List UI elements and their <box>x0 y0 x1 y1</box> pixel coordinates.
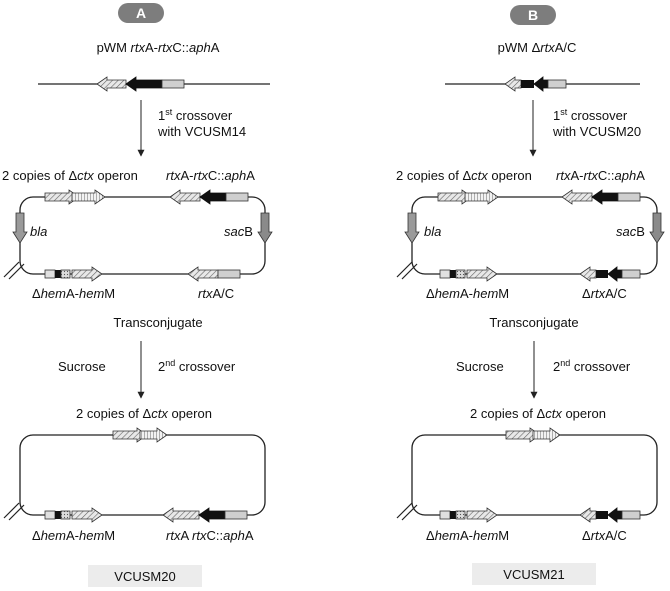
plasmid-map-a <box>38 76 270 92</box>
ctx-gene-arrow <box>464 189 499 205</box>
panel-a-badge: A <box>118 3 164 23</box>
ctx-label-b: 2 copies of Δctx operon <box>396 168 532 183</box>
aph-gene-arrow <box>607 507 623 523</box>
sacb-gene-arrow <box>649 212 665 244</box>
rtxc-gene-box <box>617 192 641 202</box>
rtxa-gene-arrow <box>187 266 219 282</box>
hema-deletion-mark <box>450 511 456 519</box>
bla-gene-arrow <box>404 212 420 244</box>
rtx-aph-label-b: rtxA-rtxC::aphA <box>556 168 645 183</box>
crossover1-partner-b: with VCUSM20 <box>552 124 641 139</box>
bla-gene-arrow <box>12 212 28 244</box>
hema-left-box <box>439 269 451 279</box>
plasmid-label-b: pWM ΔrtxA/C <box>498 40 577 55</box>
rtxa-gene-arrow <box>162 507 200 523</box>
hema-left-box <box>44 510 56 520</box>
aph-gene-arrow <box>199 189 227 205</box>
rtxc-gene-box <box>621 269 641 279</box>
crossover1-partner-a: with VCUSM14 <box>157 124 246 139</box>
strain-label-a: VCUSM20 <box>114 569 175 584</box>
crossover2-label-b: 2nd crossover <box>553 358 631 374</box>
rtxa-gene-arrow <box>504 76 522 92</box>
ctx-label-a: 2 copies of Δctx operon <box>2 168 138 183</box>
ctx-gene-arrow <box>139 427 168 443</box>
hemm-gene-arrow <box>466 266 498 282</box>
rtxa-gene-arrow <box>169 189 201 205</box>
aph-gene-box <box>596 270 608 278</box>
aph-gene-arrow <box>591 189 619 205</box>
hem-label2-b: ΔhemA-hemM <box>426 528 509 543</box>
crossover2-label-a: 2nd crossover <box>158 358 236 374</box>
plasmid-map-b <box>445 76 640 92</box>
hema-right-box <box>455 510 466 520</box>
hemm-gene-arrow <box>71 507 103 523</box>
sucrose-label-a: Sucrose <box>58 359 106 374</box>
transconjugate-map-a <box>3 189 273 282</box>
aph-gene-arrow <box>198 507 226 523</box>
strain-box-b: VCUSM21 <box>472 563 596 585</box>
ctx-label2-b: 2 copies of Δctx operon <box>470 406 606 421</box>
rtx-aph-label-a: rtxA-rtxC::aphA <box>166 168 255 183</box>
rtxa-gene-arrow <box>96 76 127 92</box>
sacb-gene-arrow <box>257 212 273 244</box>
rtxc-gene-box <box>224 510 248 520</box>
sacb-label-a: sacB <box>224 224 253 239</box>
rtxc-gene-box <box>225 192 249 202</box>
hem-label-b: ΔhemA-hemM <box>426 286 509 301</box>
rtxa-gene-arrow <box>579 266 597 282</box>
hema-left-box <box>44 269 56 279</box>
ctx-gene-arrow <box>71 189 106 205</box>
strain-box-a: VCUSM20 <box>88 565 202 587</box>
ctx-gene-arrow <box>532 427 561 443</box>
hema-deletion-mark <box>55 511 61 519</box>
rtxa-gene-arrow <box>561 189 593 205</box>
sacb-label-b: sacB <box>616 224 645 239</box>
hema-right-box <box>60 269 71 279</box>
transconjugate-map-b <box>396 189 665 282</box>
bla-label-a: bla <box>30 224 47 239</box>
final-rtx-label-a: rtxA rtxC::aphA <box>166 528 254 543</box>
hemm-gene-arrow <box>466 507 498 523</box>
hemm-gene-arrow <box>71 266 103 282</box>
hema-right-box <box>455 269 466 279</box>
hema-right-box <box>60 510 71 520</box>
final-rtx-label-b: ΔrtxA/C <box>582 528 627 543</box>
hema-deletion-mark <box>55 270 61 278</box>
transconjugate-label-a: Transconjugate <box>113 315 202 330</box>
bla-label-b: bla <box>424 224 441 239</box>
hem-label-a: ΔhemA-hemM <box>32 286 115 301</box>
rtxc-gene-box <box>161 79 185 89</box>
rtxc-gene-box <box>621 510 641 520</box>
aph-gene-box <box>521 80 534 88</box>
hema-deletion-mark <box>450 270 456 278</box>
panel-b: B pWM ΔrtxA/C 1st crossover with VCUSM20… <box>396 5 665 585</box>
panel-a: A pWM rtxA-rtxC::aphA 1st crossover with… <box>2 3 273 587</box>
strain-label-b: VCUSM21 <box>503 567 564 582</box>
transconjugate-label-b: Transconjugate <box>489 315 578 330</box>
crossover1-label-b: 1st crossover <box>553 107 628 123</box>
sucrose-label-b: Sucrose <box>456 359 504 374</box>
rtxac-label-b: ΔrtxA/C <box>582 286 627 301</box>
final-map-a <box>3 427 266 523</box>
rtxc-gene-box <box>547 79 567 89</box>
crossover1-label-a: 1st crossover <box>158 107 233 123</box>
rtxc-gene-box <box>217 269 241 279</box>
aph-gene-arrow <box>533 76 549 92</box>
svg-text:B: B <box>528 7 538 23</box>
ctx-label2-a: 2 copies of Δctx operon <box>76 406 212 421</box>
hem-label2-a: ΔhemA-hemM <box>32 528 115 543</box>
rtxa-gene-arrow <box>579 507 597 523</box>
aph-gene-arrow <box>607 266 623 282</box>
final-map-b <box>396 427 658 523</box>
svg-text:A: A <box>136 5 146 21</box>
aph-gene-arrow <box>125 76 163 92</box>
plasmid-label-a: pWM rtxA-rtxC::aphA <box>97 40 220 55</box>
rtxac-label-a: rtxA/C <box>198 286 234 301</box>
hema-left-box <box>439 510 451 520</box>
aph-gene-box <box>596 511 608 519</box>
panel-b-badge: B <box>510 5 556 25</box>
